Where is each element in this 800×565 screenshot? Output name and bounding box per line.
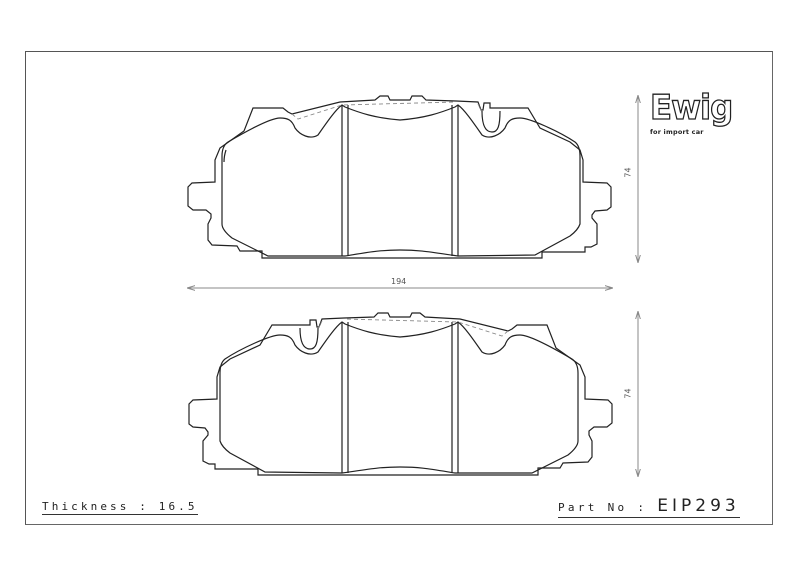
- drawing-frame: [25, 51, 773, 525]
- height-dimension-label-top: 74: [623, 167, 633, 178]
- part-label: Part No: [558, 501, 628, 514]
- ewig-logo: Ewig for import car: [648, 87, 733, 136]
- logo-tagline: for import car: [650, 128, 704, 136]
- thickness-separator: :: [139, 500, 149, 513]
- thickness-spec: Thickness : 16.5: [42, 501, 198, 515]
- dimension-lines: [188, 96, 638, 476]
- bottom-pad: [188, 312, 613, 476]
- height-dimension-label-bottom: 74: [623, 388, 633, 399]
- part-number-value: EIP293: [657, 496, 740, 516]
- part-separator: :: [637, 501, 648, 514]
- thickness-label: Thickness: [42, 500, 130, 513]
- part-number-spec: Part No : EIP293: [558, 498, 740, 518]
- top-pad: [187, 95, 612, 259]
- thickness-value: 16.5: [158, 500, 198, 513]
- width-dimension-label: 194: [391, 277, 407, 286]
- logo-brand: Ewig: [649, 87, 733, 128]
